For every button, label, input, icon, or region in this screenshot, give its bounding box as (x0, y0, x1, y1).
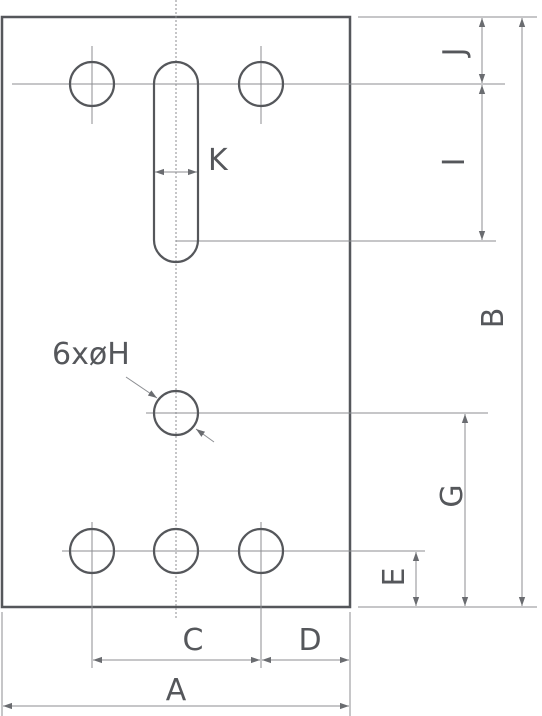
diameter-leader-upper (125, 376, 158, 399)
label-d: D (298, 623, 321, 658)
label-i: I (437, 158, 472, 167)
hole-bottom-right (237, 527, 285, 575)
label-a: A (166, 673, 187, 708)
label-j: J (437, 48, 472, 59)
label-e: E (377, 568, 412, 587)
diameter-leader-lower (195, 428, 215, 443)
hole-top-right (237, 60, 285, 108)
hole-bottom-center (152, 527, 200, 575)
label-k: K (208, 143, 229, 178)
label-b: B (476, 308, 511, 329)
hole-top-left (68, 60, 116, 108)
hole-middle (152, 389, 200, 437)
label-c: C (183, 623, 204, 658)
hole-bottom-left (68, 527, 116, 575)
label-g: G (435, 484, 470, 507)
slot (152, 60, 200, 264)
label-diameter-h: 6xøH (52, 337, 130, 372)
